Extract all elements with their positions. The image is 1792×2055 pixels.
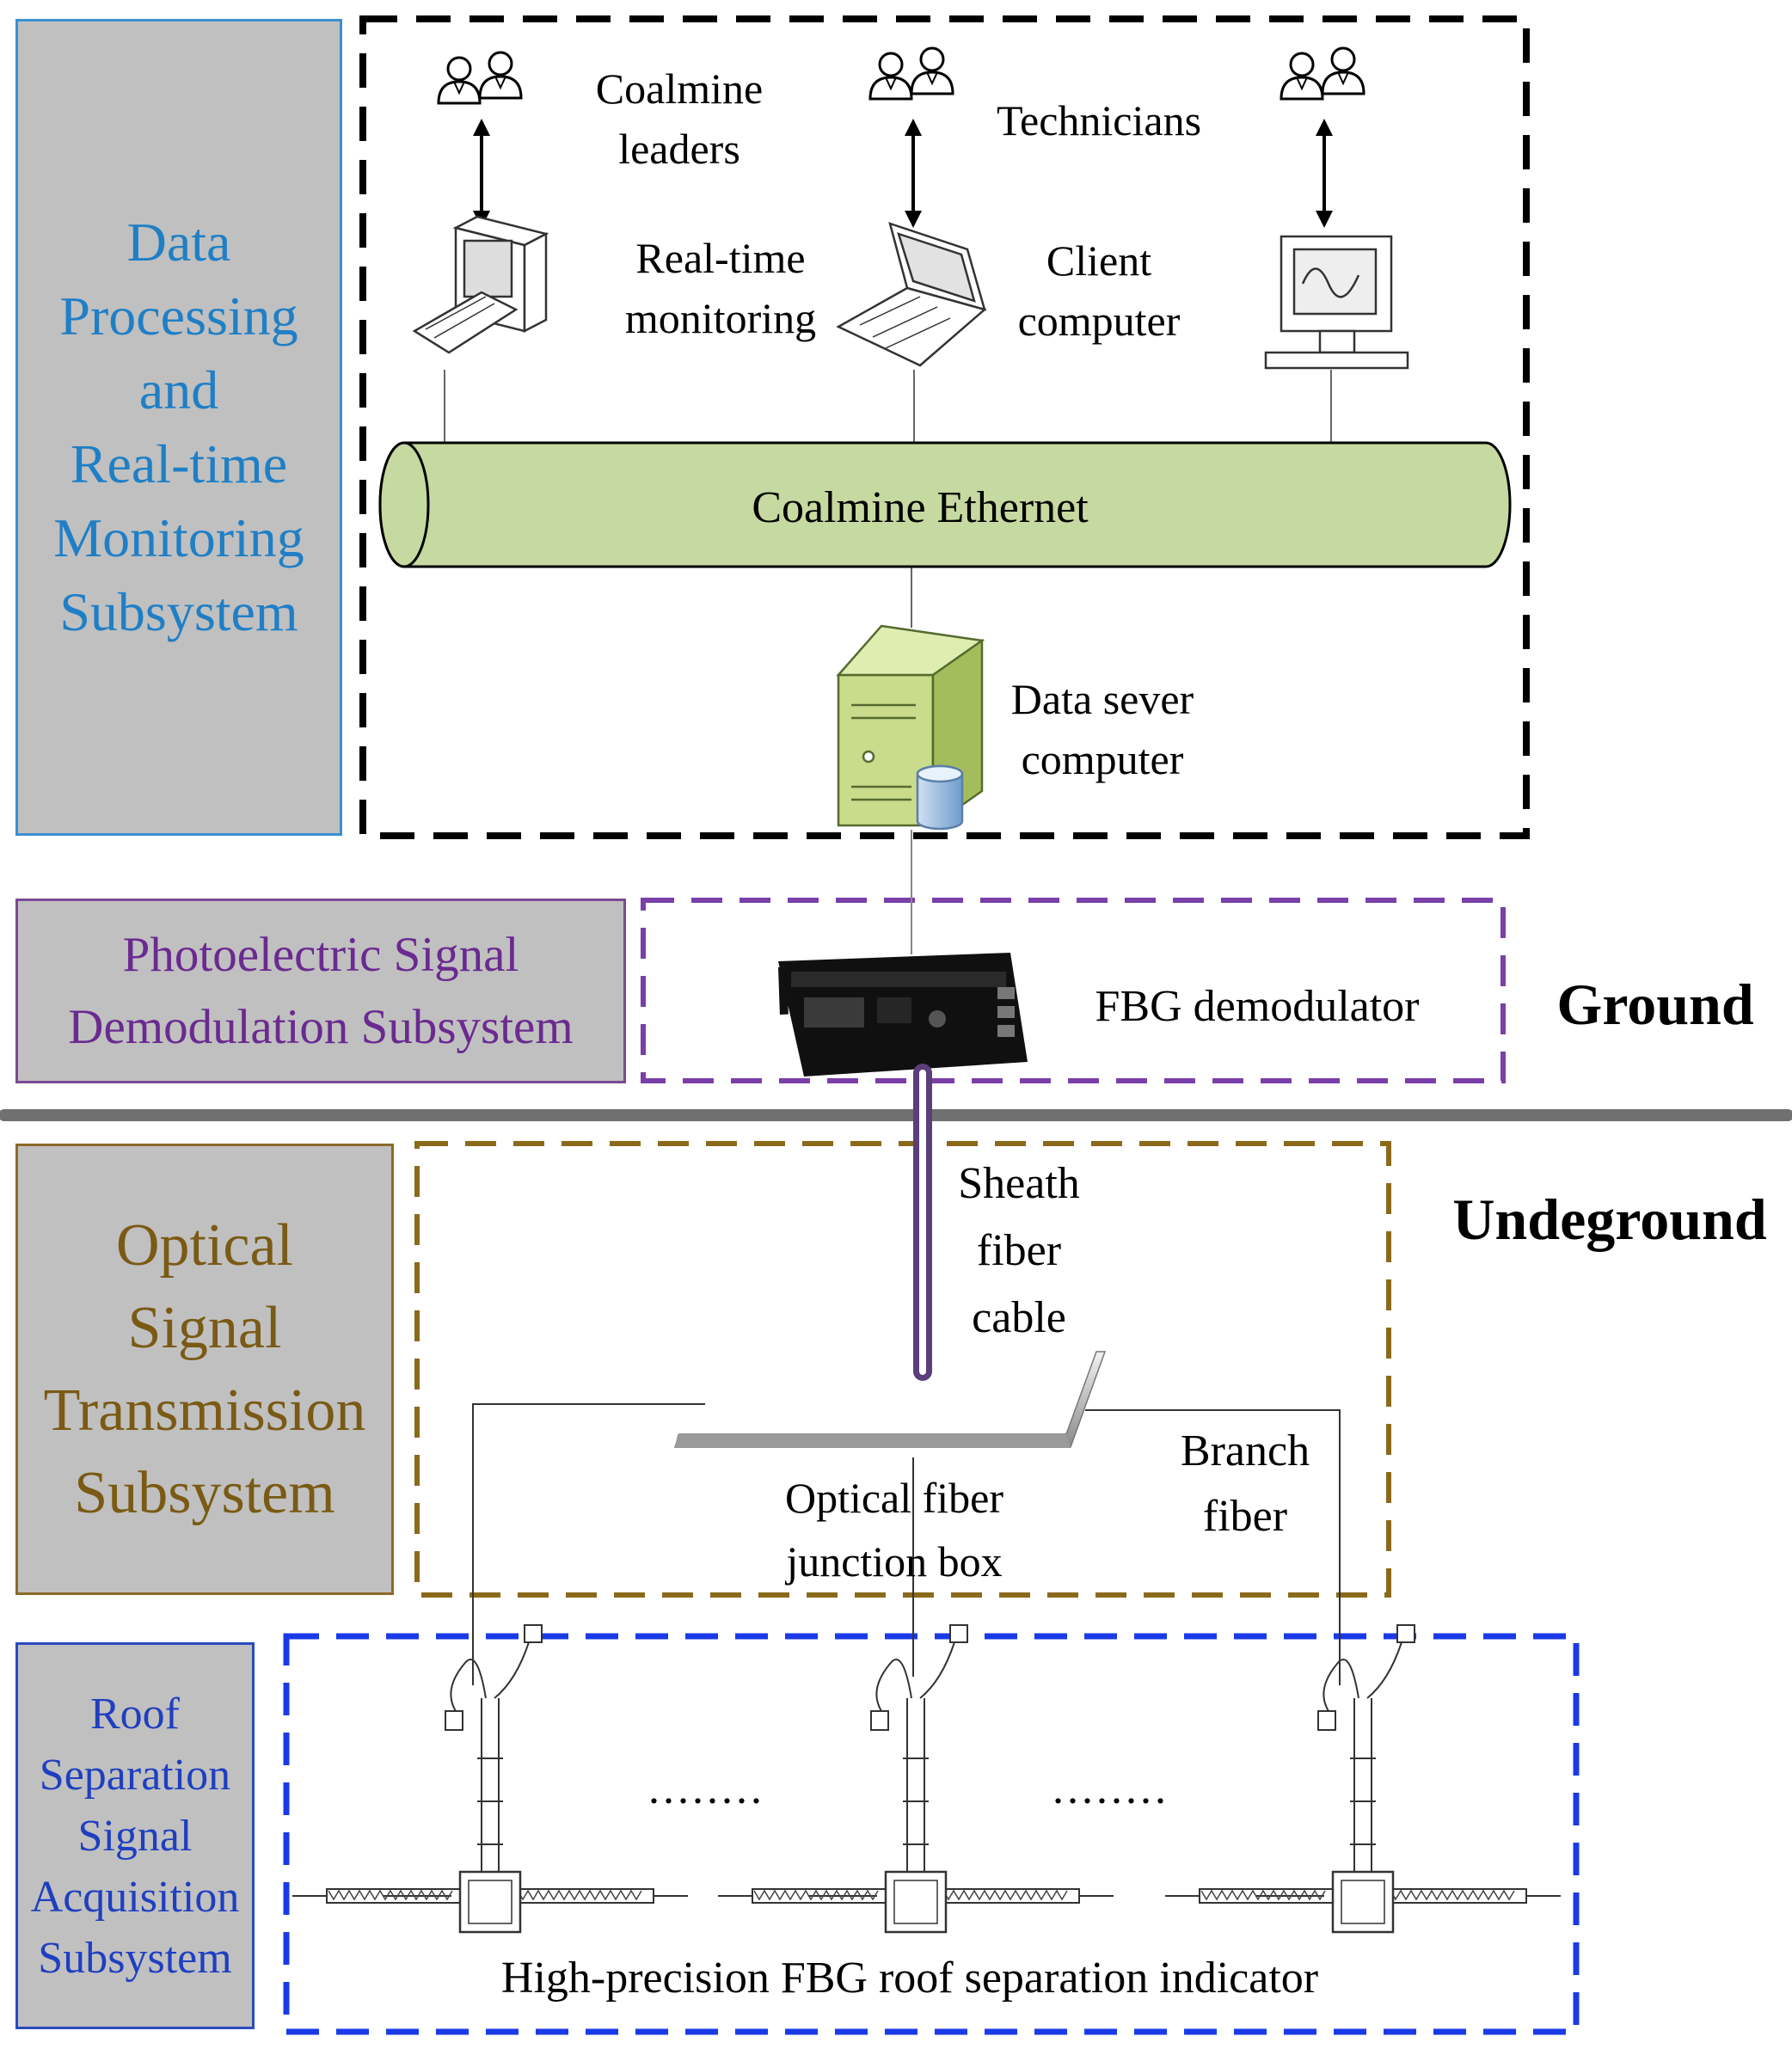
sheath-fiber-cable-label: Sheath fiber cable xyxy=(958,1159,1080,1342)
branch-fiber-label: Branch fiber xyxy=(1180,1426,1310,1541)
ellipsis-dots: ........ xyxy=(1052,1764,1169,1813)
data-server-label: Data sever computer xyxy=(1010,675,1194,783)
fbg-demodulator-label: FBG demodulator xyxy=(1095,982,1420,1031)
optical-transmission-subsystem-label: Optical Signal Transmission Subsystem xyxy=(15,1144,394,1595)
coalmine-ethernet-label: Coalmine Ethernet xyxy=(752,483,1089,532)
transmission-region-box xyxy=(414,1141,1391,1598)
users-icon xyxy=(437,51,523,105)
processing-region-box xyxy=(359,15,1530,839)
realtime-monitoring-label: Real-time monitoring xyxy=(624,234,817,342)
roof-acquisition-subsystem-label: Roof Separation Signal Acquisition Subsy… xyxy=(15,1642,255,2029)
server-icon xyxy=(836,624,985,831)
coalmine-leaders-label: Coalmine leaders xyxy=(595,64,764,173)
demodulator-device-icon xyxy=(778,953,1028,1077)
junction-box-icon xyxy=(673,1351,1107,1448)
photoelectric-subsystem-label: Photoelectric Signal Demodulation Subsys… xyxy=(15,899,626,1083)
technicians-label: Technicians xyxy=(996,96,1202,144)
data-processing-subsystem-label: Data Processing and Real-time Monitoring… xyxy=(15,19,342,836)
users-icon xyxy=(1280,46,1365,101)
coalmine-ethernet-bus xyxy=(378,441,1512,568)
laptop-icon xyxy=(836,222,987,367)
monitor-icon xyxy=(1264,235,1409,370)
users-icon xyxy=(868,46,954,101)
ellipsis-dots: ........ xyxy=(648,1764,765,1813)
underground-label: Undeground xyxy=(1452,1187,1767,1252)
fbg-sensor-icon xyxy=(291,1623,690,1934)
desktop-computer-icon xyxy=(412,215,549,354)
acquisition-region-box xyxy=(283,1633,1580,2035)
fbg-indicator-label: High-precision FBG roof separation indic… xyxy=(500,1954,1319,2003)
fbg-sensor-icon xyxy=(1163,1623,1562,1934)
client-computer-label: Client computer xyxy=(1017,236,1181,345)
junction-box-label: Optical fiber junction box xyxy=(784,1474,1004,1586)
ground-label: Ground xyxy=(1556,972,1754,1037)
demodulation-region-box xyxy=(641,898,1506,1083)
